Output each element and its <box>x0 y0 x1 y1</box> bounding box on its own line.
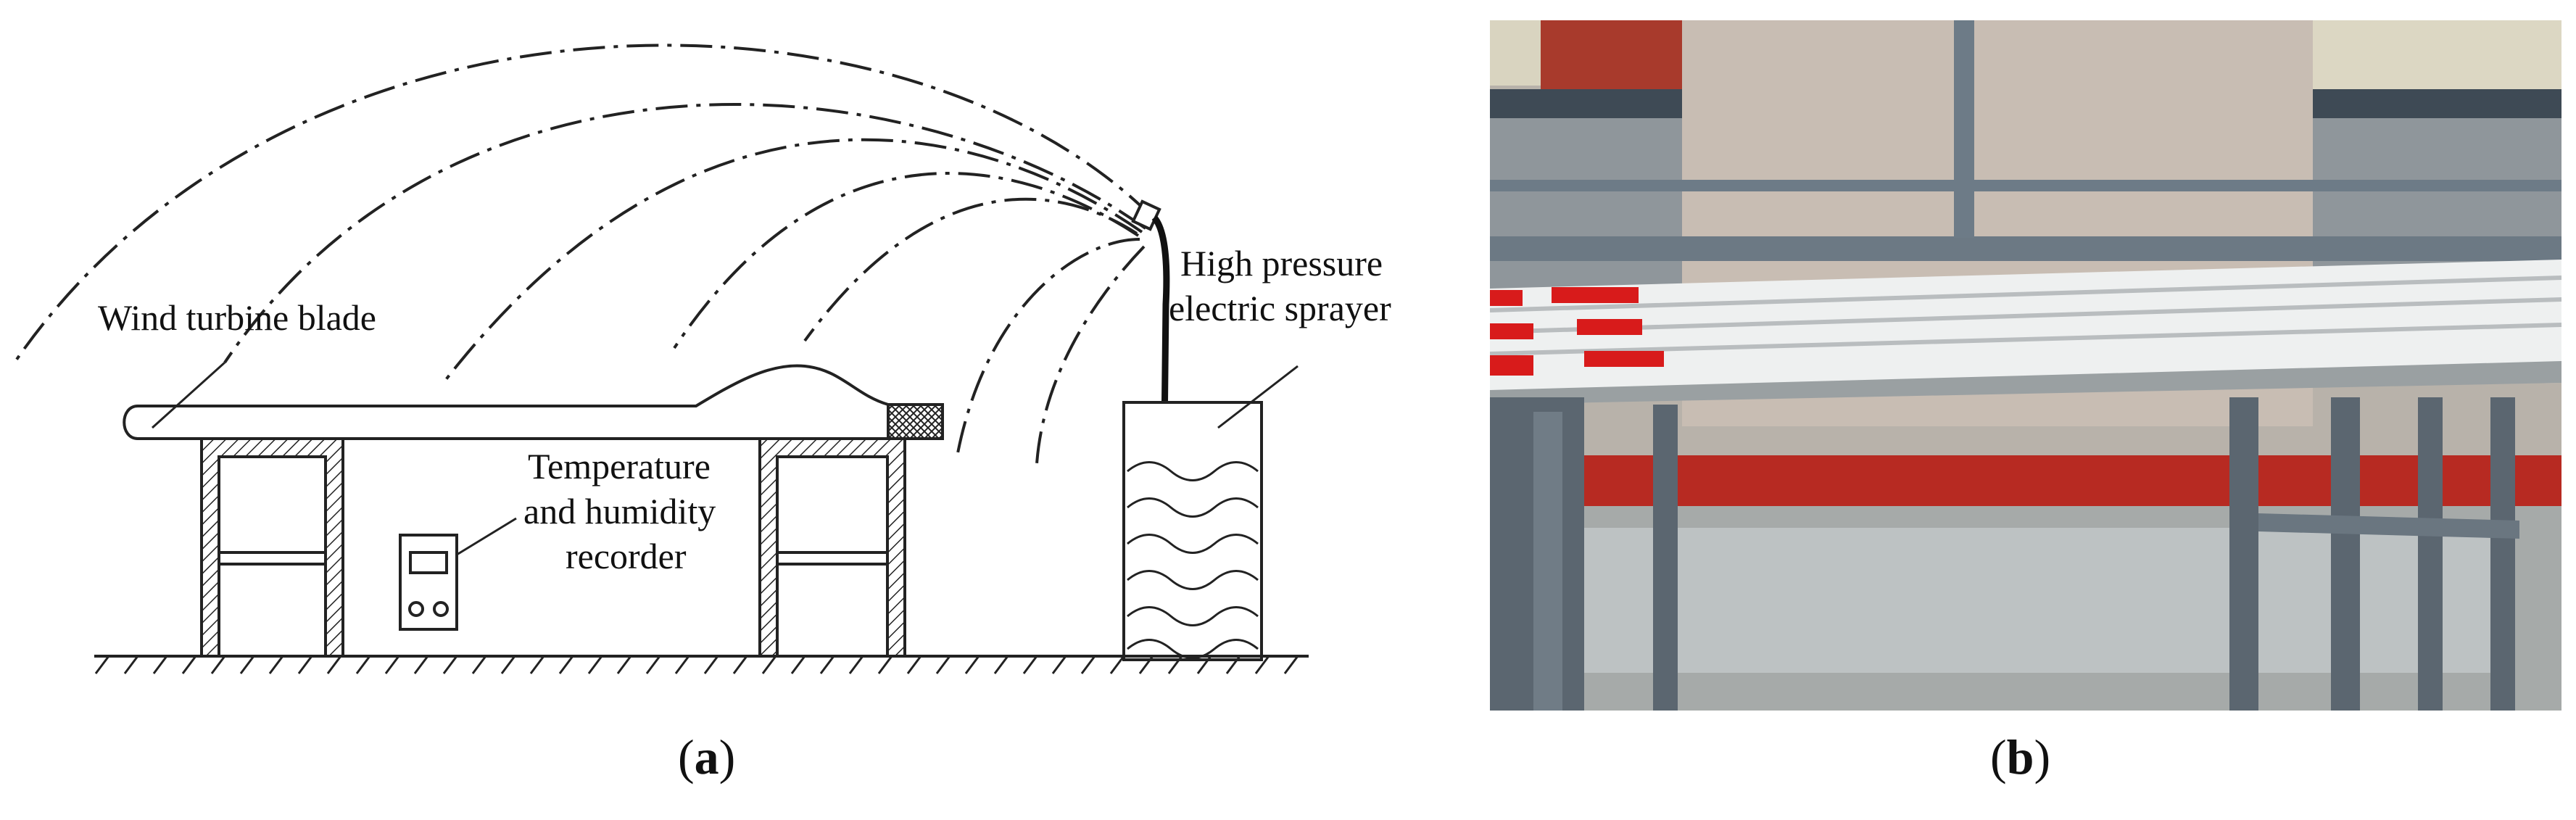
support-stand-left <box>200 437 344 658</box>
support-stand-right <box>758 437 906 658</box>
recorder-label-line1: Temperature <box>528 446 711 486</box>
dark-band-left <box>1490 89 1682 118</box>
spray-arc-3 <box>441 138 1143 386</box>
red-curb <box>1490 455 2561 506</box>
spray-arc-6 <box>956 238 1140 457</box>
red-building <box>1541 20 1686 89</box>
photo-stands <box>1490 397 2519 711</box>
sky-left <box>1490 20 1548 86</box>
spray-arc-2 <box>223 103 1147 364</box>
wind-turbine-blade <box>123 361 944 440</box>
blade-label: Wind turbine blade <box>98 297 376 338</box>
recorder-label-line3: recorder <box>566 536 687 576</box>
spray-arc-1 <box>13 44 1154 364</box>
recorder-label-line2: and humidity <box>523 491 716 531</box>
caption-b: (b) <box>1990 729 2051 784</box>
rail-mid <box>1490 236 2561 261</box>
red-blade-tips <box>1490 287 1664 376</box>
spray-arc-7 <box>1035 245 1146 465</box>
temp-humidity-recorder <box>399 517 517 631</box>
sky-right <box>2302 20 2561 89</box>
ground <box>94 655 1309 674</box>
sprayer-label-line2: electric sprayer <box>1169 288 1391 328</box>
rail-post <box>1954 20 1974 238</box>
spray-arc-5 <box>803 197 1138 342</box>
spray-arc-4 <box>673 171 1140 349</box>
blade-edge-dark <box>1490 361 2561 405</box>
spray-arcs <box>13 44 1154 465</box>
rail-top <box>1490 180 2561 191</box>
dark-band-right <box>2313 89 2561 118</box>
sprayer-nozzle <box>1131 199 1170 436</box>
caption-a: (a) <box>678 729 736 784</box>
sprayer-label-line1: High pressure <box>1180 243 1383 283</box>
test-site-photo <box>1490 20 2561 711</box>
experiment-schematic: Wind turbine blade Temperature and humid… <box>13 44 1391 674</box>
blade-bundle <box>1490 260 2561 397</box>
sprayer-tank <box>1122 365 1299 661</box>
